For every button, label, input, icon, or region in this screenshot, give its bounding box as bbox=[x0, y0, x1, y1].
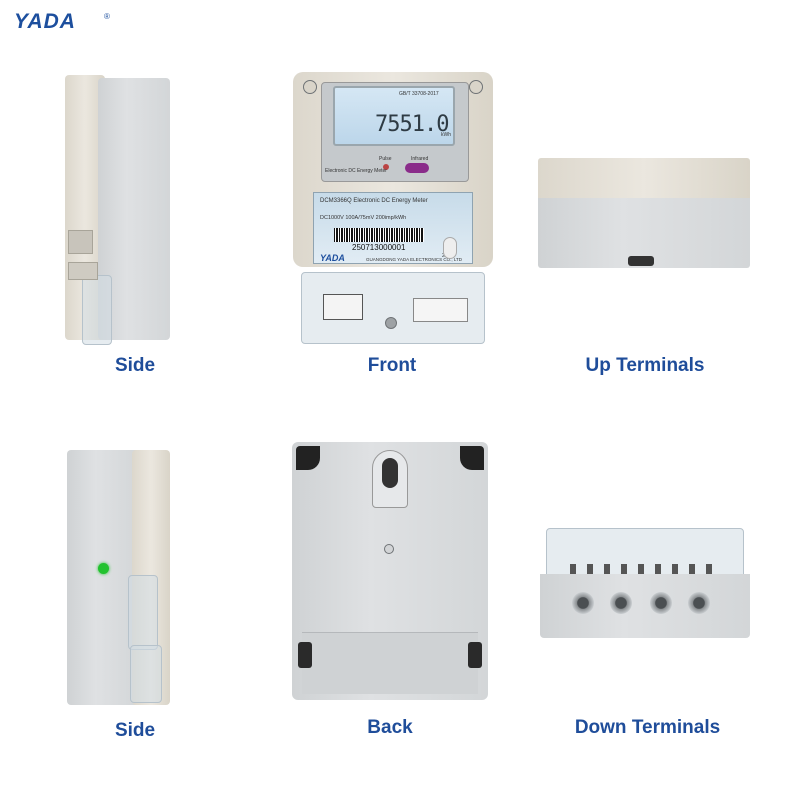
lcd-caption: Electronic DC Energy Meter bbox=[325, 168, 387, 174]
caption-front: Front bbox=[367, 355, 417, 376]
side-latch bbox=[68, 230, 93, 254]
photo-back bbox=[292, 442, 488, 702]
photo-front: GB/T 33708-2017 7551.0 kWh Pulse Infrare… bbox=[293, 72, 493, 347]
terminal-hole-1 bbox=[572, 592, 594, 614]
down-screw-row bbox=[570, 564, 720, 574]
photo-up-terminals bbox=[538, 158, 750, 273]
terminal-labels bbox=[413, 298, 468, 322]
nameplate-model: DCM3366Q Electronic DC Energy Meter bbox=[320, 198, 428, 204]
back-corner-right bbox=[460, 446, 484, 470]
nameplate-serial: 250713000001 bbox=[352, 243, 406, 252]
caption-side-bottom: Side bbox=[114, 720, 156, 741]
wiring-diagram bbox=[323, 294, 363, 320]
lcd-standard: GB/T 33708-2017 bbox=[399, 91, 439, 97]
side-latch-lower bbox=[68, 262, 98, 280]
nameplate-logo: YADA bbox=[320, 253, 345, 263]
back-corner-left bbox=[296, 446, 320, 470]
caption-side-top: Side bbox=[114, 355, 156, 376]
back-foot-right bbox=[468, 642, 482, 668]
front-screw-right bbox=[469, 80, 483, 94]
terminal-hole-4 bbox=[688, 592, 710, 614]
photo-side-bottom bbox=[62, 445, 177, 710]
caption-down-terminals: Down Terminals bbox=[574, 717, 721, 738]
lcd-unit: kWh bbox=[441, 132, 451, 138]
caption-up-terminals: Up Terminals bbox=[585, 355, 705, 376]
up-top-cover bbox=[538, 158, 750, 198]
terminal-cover-2 bbox=[128, 575, 158, 650]
barcode bbox=[334, 228, 424, 242]
terminal-cover-3 bbox=[130, 645, 162, 703]
caption-back: Back bbox=[367, 717, 413, 738]
registered-mark: ® bbox=[104, 12, 110, 21]
front-cover-screw bbox=[385, 317, 397, 329]
infrared-port bbox=[405, 163, 429, 173]
lcd-reading: 7551.0 bbox=[375, 112, 449, 137]
green-indicator bbox=[98, 563, 109, 574]
back-foot-left bbox=[298, 642, 312, 668]
logo-text: YADA bbox=[14, 10, 76, 33]
front-screw-left bbox=[303, 80, 317, 94]
brand-logo: YADA ® bbox=[14, 8, 110, 38]
back-lower-panel bbox=[302, 632, 478, 694]
side-body-2 bbox=[67, 450, 139, 705]
photo-side-top bbox=[60, 70, 180, 350]
seal-button bbox=[443, 237, 457, 259]
infrared-label: Infrared bbox=[411, 156, 429, 162]
terminal-hole-2 bbox=[610, 592, 632, 614]
terminal-cover bbox=[82, 275, 112, 345]
lcd-screen: GB/T 33708-2017 7551.0 kWh bbox=[333, 86, 455, 146]
pulse-led bbox=[383, 164, 389, 170]
back-center-mark bbox=[384, 544, 394, 554]
up-latch bbox=[628, 256, 654, 266]
photo-down-terminals bbox=[540, 528, 750, 640]
terminal-hole-3 bbox=[650, 592, 672, 614]
hanging-hook-slot bbox=[382, 458, 398, 488]
pulse-label: Pulse bbox=[379, 156, 392, 162]
nameplate-maker: GUANGDONG YADA ELECTRONICS CO., LTD bbox=[366, 257, 463, 262]
nameplate-spec: DC1000V 100A/75mV 200imp/kWh bbox=[320, 215, 407, 221]
